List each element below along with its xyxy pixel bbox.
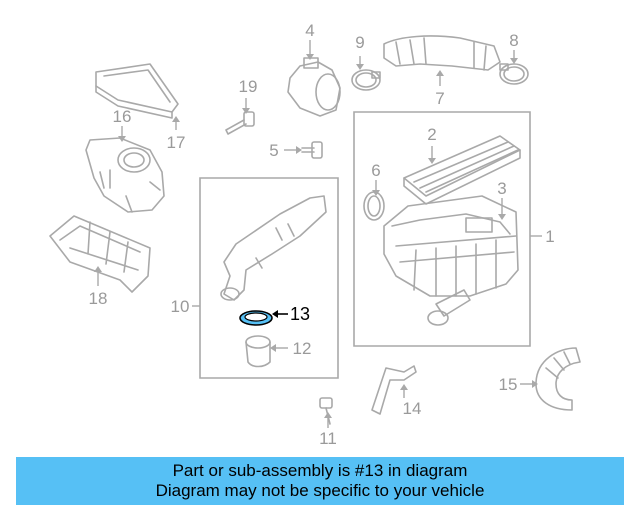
callout-9: 9 (355, 33, 364, 52)
part-6-seal (363, 191, 385, 221)
part-9-clamp (351, 69, 381, 91)
callout-19: 19 (239, 77, 258, 96)
part-15-hose-elbow (535, 347, 581, 411)
callout-11: 11 (319, 429, 337, 448)
part-11-bolt (319, 397, 333, 425)
banner-line-part: Part or sub-assembly is #13 in diagram (172, 461, 468, 480)
part-19-bolt (225, 111, 255, 135)
callout-4: 4 (305, 21, 314, 40)
part-18-air-duct (49, 215, 151, 293)
info-banner: Part or sub-assembly is #13 in diagram D… (16, 457, 624, 505)
part-2-air-filter (403, 135, 521, 205)
callout-14: 14 (403, 399, 422, 418)
banner-line-disclaimer: Diagram may not be specific to your vehi… (155, 481, 485, 500)
part-8-clamp (499, 63, 529, 85)
part-1-air-cleaner-housing (383, 195, 519, 326)
part-5-bolt (301, 141, 323, 159)
part-7-intake-hose (383, 35, 501, 71)
callout-13: 13 (290, 304, 310, 324)
callout-16: 16 (113, 107, 132, 126)
part-10-inlet-tube (220, 195, 327, 301)
part-14-breather-hose (371, 365, 417, 415)
callout-labels: 4 9 8 7 19 5 16 17 18 2 6 3 1 10 13 12 1… (89, 21, 555, 448)
callout-5: 5 (269, 141, 278, 160)
callout-7: 7 (435, 89, 444, 108)
callout-17: 17 (167, 133, 186, 152)
part-17-resonator-lid (95, 63, 179, 119)
assembly-box-10 (199, 177, 339, 379)
callout-6: 6 (371, 161, 380, 180)
part-4-air-flow-sensor (287, 57, 341, 117)
part-16-resonator-housing (85, 137, 165, 213)
leader-lines (94, 40, 542, 428)
part-12-sleeve (245, 335, 271, 368)
callout-18: 18 (89, 289, 108, 308)
callout-2: 2 (427, 125, 436, 144)
callout-8: 8 (509, 31, 518, 50)
callout-3: 3 (497, 179, 506, 198)
callout-10: 10 (171, 297, 190, 316)
callout-15: 15 (499, 375, 518, 394)
callout-12: 12 (293, 339, 312, 358)
part-13-seal (239, 310, 273, 326)
assembly-box-1 (353, 111, 531, 347)
callout-1: 1 (545, 227, 554, 246)
